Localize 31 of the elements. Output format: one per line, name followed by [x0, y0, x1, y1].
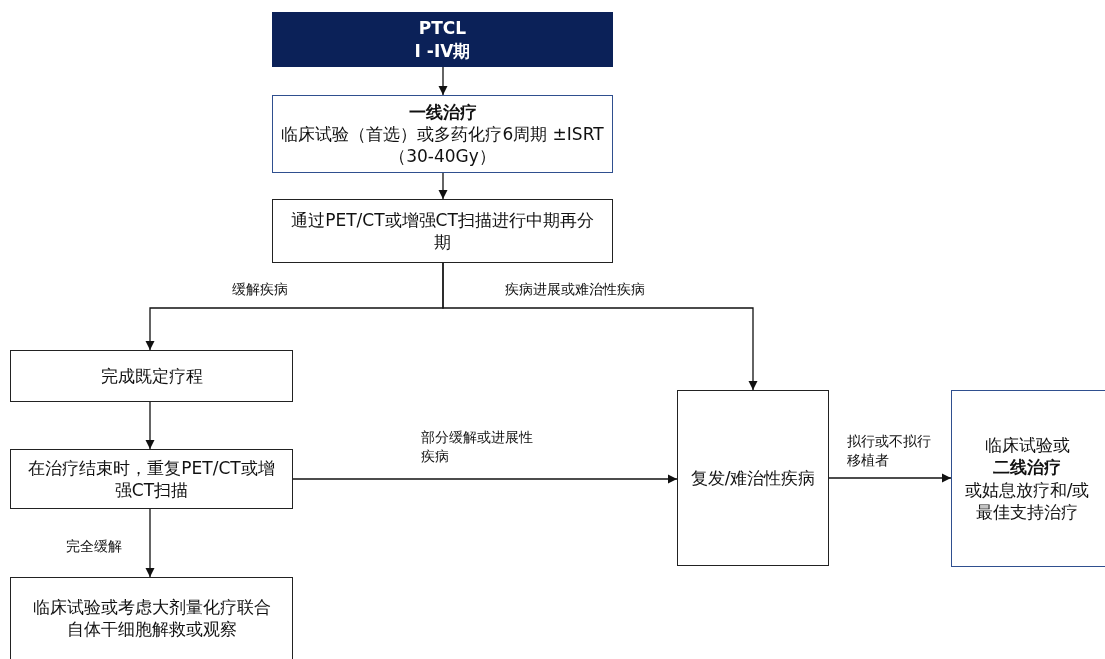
- arrow: [828, 473, 952, 483]
- arrow: [438, 66, 448, 96]
- edge-label: 疾病进展或难治性疾病: [505, 280, 645, 299]
- box-text: 通过PET/CT或增强CT扫描进行中期再分期: [290, 208, 595, 254]
- arrow: [145, 401, 155, 450]
- treatment-box: [951, 390, 1105, 567]
- arrow: [442, 262, 758, 391]
- title-text: I -IV期: [414, 39, 471, 62]
- arrow: [145, 508, 155, 578]
- edge-label: 部分缓解或进展性疾病: [421, 428, 533, 466]
- arrow: [292, 474, 678, 484]
- box-heading: 一线治疗: [408, 100, 477, 123]
- box-text: 临床试验或: [983, 434, 1071, 457]
- treatment-box: [272, 95, 613, 173]
- arrow: [438, 172, 448, 200]
- box-text: 复发/难治性疾病: [690, 466, 816, 490]
- box-text: 临床试验或考虑大剂量化疗联合自体干细胞解救或观察: [31, 596, 272, 641]
- process-box: [10, 449, 293, 509]
- process-box: [272, 199, 613, 263]
- title-text: PTCL: [418, 17, 467, 40]
- process-box: [10, 577, 293, 659]
- box-text: 在治疗结束时，重复PET/CT或增强CT扫描: [27, 456, 276, 502]
- process-box: [677, 390, 829, 566]
- edge-label: 完全缓解: [66, 537, 122, 556]
- process-box: [10, 350, 293, 402]
- title-box: [272, 12, 613, 67]
- edge-label: 缓解疾病: [232, 280, 288, 299]
- box-text: 完成既定疗程: [100, 364, 203, 388]
- box-text: 或姑息放疗和/或最佳支持治疗: [963, 478, 1091, 523]
- box-text: 临床试验（首选）或多药化疗6周期 ±ISRT（30-40Gy）: [280, 122, 605, 168]
- box-heading: 二线治疗: [992, 456, 1062, 479]
